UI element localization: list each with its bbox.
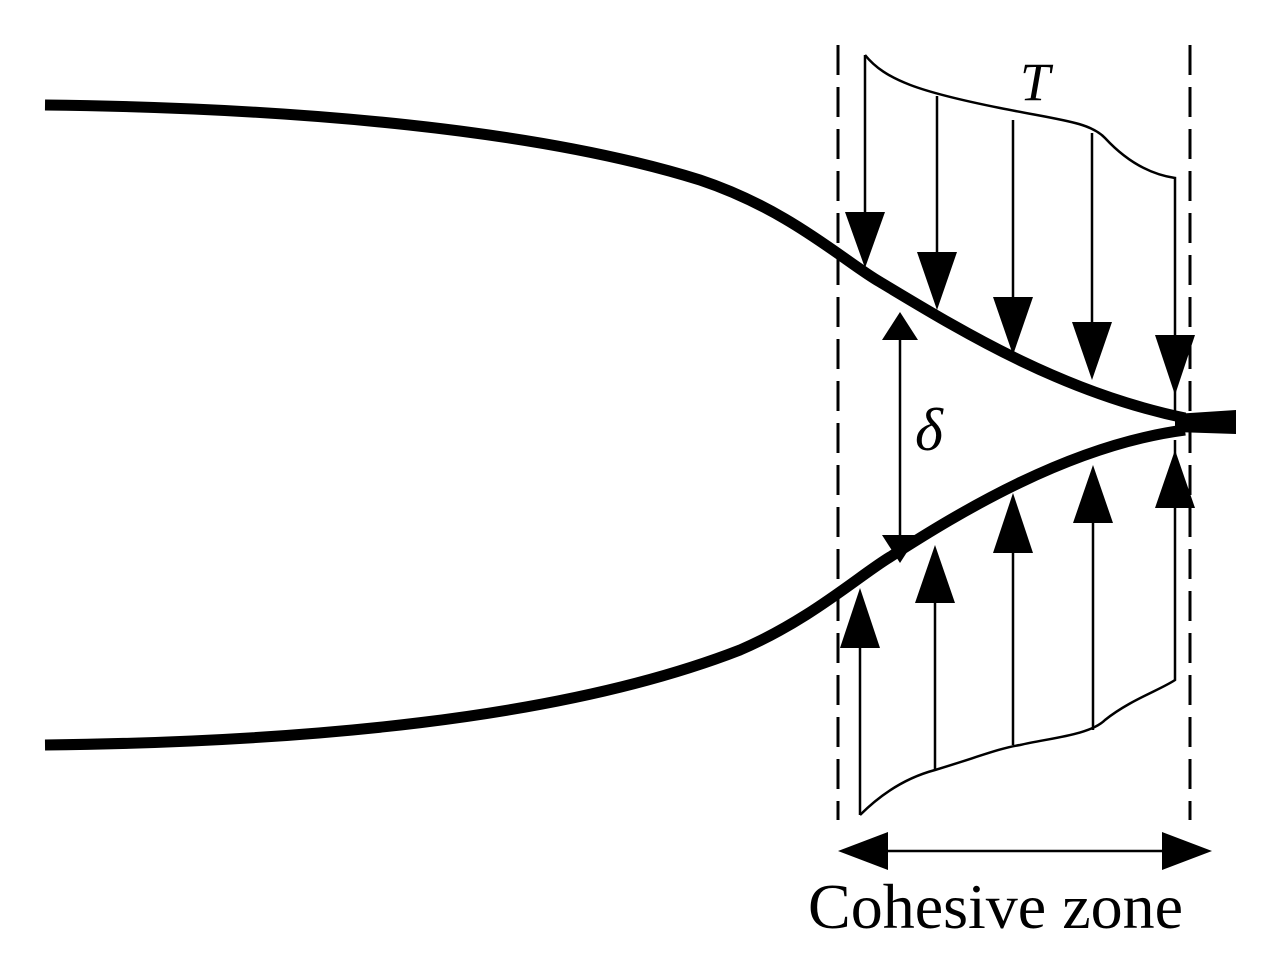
upper-arrowhead-2 xyxy=(917,252,957,310)
lower-arrowhead-3 xyxy=(993,493,1033,553)
opening-label: δ xyxy=(915,397,944,463)
upper-crack-face xyxy=(44,99,1187,424)
upper-arrowhead-1 xyxy=(845,212,885,268)
lower-arrowhead-2 xyxy=(915,545,955,603)
upper-traction-envelope xyxy=(864,54,1177,415)
cohesive-zone-dimension xyxy=(838,832,1212,870)
lower-crack-face xyxy=(44,424,1186,751)
cohesive-zone-label: Cohesive zone xyxy=(808,871,1183,942)
crack-tip xyxy=(1175,410,1236,434)
lower-arrowhead-5 xyxy=(1155,450,1195,508)
upper-arrowhead-4 xyxy=(1072,322,1112,380)
lower-arrowhead-1 xyxy=(840,588,880,648)
upper-traction-arrows xyxy=(845,96,1195,395)
upper-arrowhead-5 xyxy=(1155,335,1195,395)
lower-traction-envelope xyxy=(859,440,1177,816)
lower-arrowhead-4 xyxy=(1073,465,1113,523)
traction-label: T xyxy=(1020,52,1054,112)
upper-arrowhead-3 xyxy=(993,297,1033,355)
opening-displacement-arrow xyxy=(882,312,918,563)
lower-traction-arrows xyxy=(840,450,1195,770)
